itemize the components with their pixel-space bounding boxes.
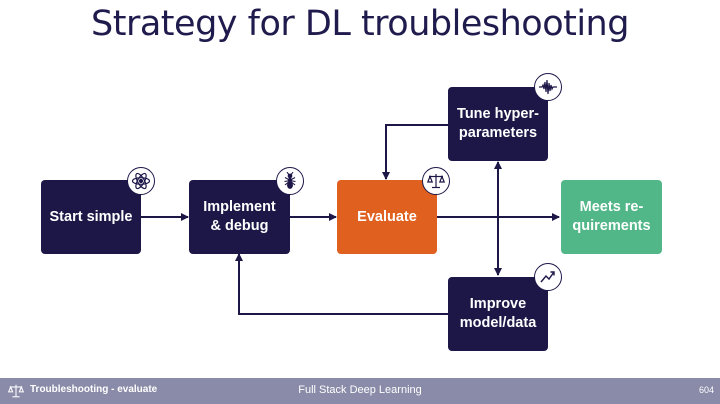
page-title: Strategy for DL troubleshooting <box>91 4 629 44</box>
start-simple-label: Start simple <box>49 208 133 225</box>
trend-up-icon <box>534 263 562 291</box>
improve-model-data-label: Improve model/data <box>459 296 537 331</box>
tune-hyperparameters-box: Tune hyper- parameters <box>448 87 548 161</box>
implement-debug-box: Implement & debug <box>189 180 290 254</box>
scale-icon <box>7 383 25 404</box>
waveform-icon <box>534 73 562 101</box>
arrow-tune-to-evaluate <box>382 124 448 180</box>
tune-hyperparameters-label: Tune hyper- parameters <box>457 106 539 141</box>
evaluate-box: Evaluate <box>337 180 437 254</box>
footer-bar: Troubleshooting - evaluate Full Stack De… <box>0 378 720 404</box>
page-number: 604 <box>698 385 714 395</box>
evaluate-label: Evaluate <box>357 208 417 225</box>
meets-requirements-label: Meets re- quirements <box>572 199 651 234</box>
footer-section: Troubleshooting - evaluate <box>30 384 158 395</box>
meets-requirements-box: Meets re- quirements <box>561 180 662 254</box>
footer-course: Full Stack Deep Learning <box>298 384 422 396</box>
ant-icon <box>276 167 304 195</box>
atom-icon <box>127 167 155 195</box>
implement-debug-label: Implement & debug <box>203 199 276 234</box>
scale-icon <box>422 167 450 195</box>
arrow-improve-to-implement <box>235 253 448 315</box>
improve-model-data-box: Improve model/data <box>448 277 548 351</box>
flow-arrows <box>141 124 560 315</box>
start-simple-box: Start simple <box>41 180 141 254</box>
